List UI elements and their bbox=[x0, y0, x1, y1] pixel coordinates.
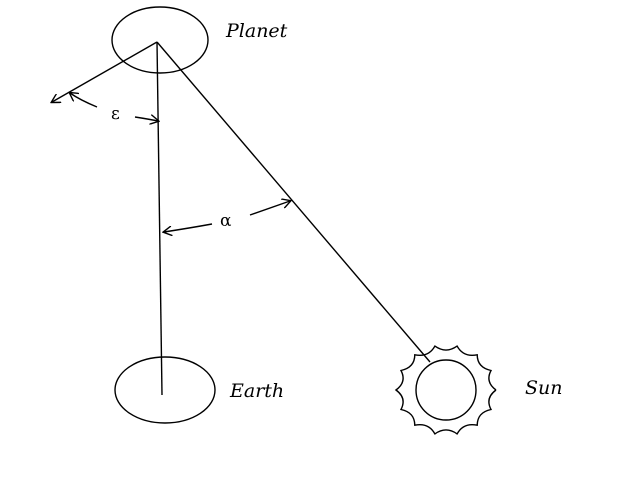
epsilon-arc-right bbox=[134, 117, 158, 121]
planet-earth-line bbox=[156, 41, 163, 396]
epsilon-arc-left bbox=[70, 93, 98, 108]
epsilon-label: ε bbox=[111, 104, 120, 124]
axis-arrow bbox=[52, 41, 158, 102]
sun-label: Sun bbox=[525, 377, 563, 399]
planet-label: Planet bbox=[225, 20, 288, 42]
alpha-arc-left bbox=[164, 223, 213, 232]
planet-sun-line bbox=[156, 41, 431, 363]
alpha-arc-right bbox=[249, 201, 290, 216]
earth-label: Earth bbox=[229, 380, 284, 402]
earth-circle bbox=[114, 356, 216, 424]
sun-rays bbox=[394, 345, 497, 435]
sun-circle bbox=[415, 359, 477, 421]
planet-circle bbox=[111, 6, 209, 74]
alpha-label: α bbox=[220, 211, 232, 231]
